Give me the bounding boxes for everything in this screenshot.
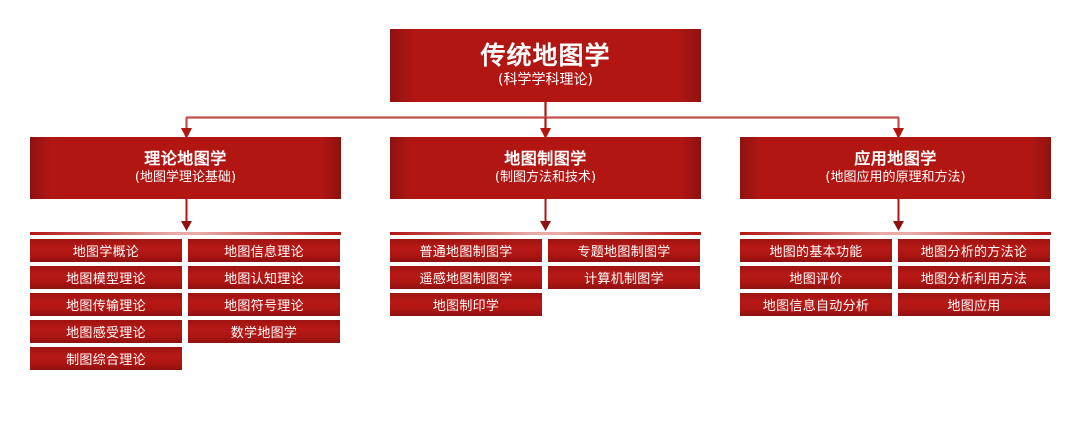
leaf-row: 遥感地图制图学计算机制图学 [390, 266, 701, 289]
leaf-group-rule [30, 232, 341, 235]
leaf-row: 地图传输理论地图符号理论 [30, 293, 341, 316]
leaf-row: 地图模型理论地图认知理论 [30, 266, 341, 289]
leaf-cell[interactable]: 地图分析的方法论 [898, 239, 1050, 262]
branch-node-subtitle: (地图学理论基础) [134, 170, 237, 186]
leaf-rows: 普通地图制图学专题地图制图学遥感地图制图学计算机制图学地图制印学 [390, 239, 701, 316]
branch-node-title: 地图制图学 [504, 149, 587, 169]
leaf-cell[interactable]: 地图评价 [740, 266, 892, 289]
root-node-title: 传统地图学 [480, 40, 611, 70]
leaf-cell[interactable]: 地图认知理论 [188, 266, 340, 289]
leaf-cell[interactable]: 普通地图制图学 [390, 239, 542, 262]
branch-node-cartographic[interactable]: 地图制图学 (制图方法和技术) [390, 137, 701, 199]
branch-node-subtitle: (制图方法和技术) [494, 170, 597, 186]
branch-node-title: 理论地图学 [144, 149, 227, 169]
leaf-rows: 地图的基本功能地图分析的方法论地图评价地图分析利用方法地图信息自动分析地图应用 [740, 239, 1051, 316]
leaf-rows: 地图学概论地图信息理论地图模型理论地图认知理论地图传输理论地图符号理论地图感受理… [30, 239, 341, 370]
leaf-group-theoretical: 地图学概论地图信息理论地图模型理论地图认知理论地图传输理论地图符号理论地图感受理… [30, 232, 341, 370]
leaf-cell-empty [548, 293, 700, 316]
leaf-row: 地图感受理论数学地图学 [30, 320, 341, 343]
leaf-group-rule [740, 232, 1051, 235]
leaf-group-cartographic: 普通地图制图学专题地图制图学遥感地图制图学计算机制图学地图制印学 [390, 232, 701, 316]
leaf-cell[interactable]: 地图的基本功能 [740, 239, 892, 262]
root-node-subtitle: (科学学科理论) [498, 71, 593, 88]
leaf-group-rule [390, 232, 701, 235]
leaf-group-applied: 地图的基本功能地图分析的方法论地图评价地图分析利用方法地图信息自动分析地图应用 [740, 232, 1051, 316]
branch-node-theoretical[interactable]: 理论地图学 (地图学理论基础) [30, 137, 341, 199]
leaf-cell[interactable]: 地图制印学 [390, 293, 542, 316]
leaf-arrowhead-b [540, 221, 551, 231]
leaf-row: 地图信息自动分析地图应用 [740, 293, 1051, 316]
leaf-row: 地图学概论地图信息理论 [30, 239, 341, 262]
leaf-cell[interactable]: 地图信息自动分析 [740, 293, 892, 316]
leaf-cell[interactable]: 数学地图学 [188, 320, 340, 343]
leaf-cell[interactable]: 地图传输理论 [30, 293, 182, 316]
root-node[interactable]: 传统地图学 (科学学科理论) [390, 29, 701, 102]
leaf-row: 普通地图制图学专题地图制图学 [390, 239, 701, 262]
leaf-row: 地图制印学 [390, 293, 701, 316]
leaf-cell[interactable]: 地图分析利用方法 [898, 266, 1050, 289]
leaf-cell[interactable]: 地图符号理论 [188, 293, 340, 316]
leaf-row: 地图的基本功能地图分析的方法论 [740, 239, 1051, 262]
leaf-cell[interactable]: 制图综合理论 [30, 347, 182, 370]
leaf-cell[interactable]: 地图感受理论 [30, 320, 182, 343]
branch-node-subtitle: (地图应用的原理和方法) [825, 170, 966, 186]
leaf-row: 地图评价地图分析利用方法 [740, 266, 1051, 289]
leaf-cell[interactable]: 地图模型理论 [30, 266, 182, 289]
leaf-arrowhead-c [893, 221, 904, 231]
leaf-cell[interactable]: 地图学概论 [30, 239, 182, 262]
branch-node-title: 应用地图学 [854, 149, 937, 169]
leaf-cell[interactable]: 地图应用 [898, 293, 1050, 316]
leaf-cell-empty [188, 347, 340, 370]
branch-node-applied[interactable]: 应用地图学 (地图应用的原理和方法) [740, 137, 1051, 199]
leaf-cell[interactable]: 专题地图制图学 [548, 239, 700, 262]
leaf-cell[interactable]: 计算机制图学 [548, 266, 700, 289]
leaf-arrowhead-a [181, 221, 192, 231]
leaf-cell[interactable]: 地图信息理论 [188, 239, 340, 262]
leaf-cell[interactable]: 遥感地图制图学 [390, 266, 542, 289]
leaf-row: 制图综合理论 [30, 347, 341, 370]
